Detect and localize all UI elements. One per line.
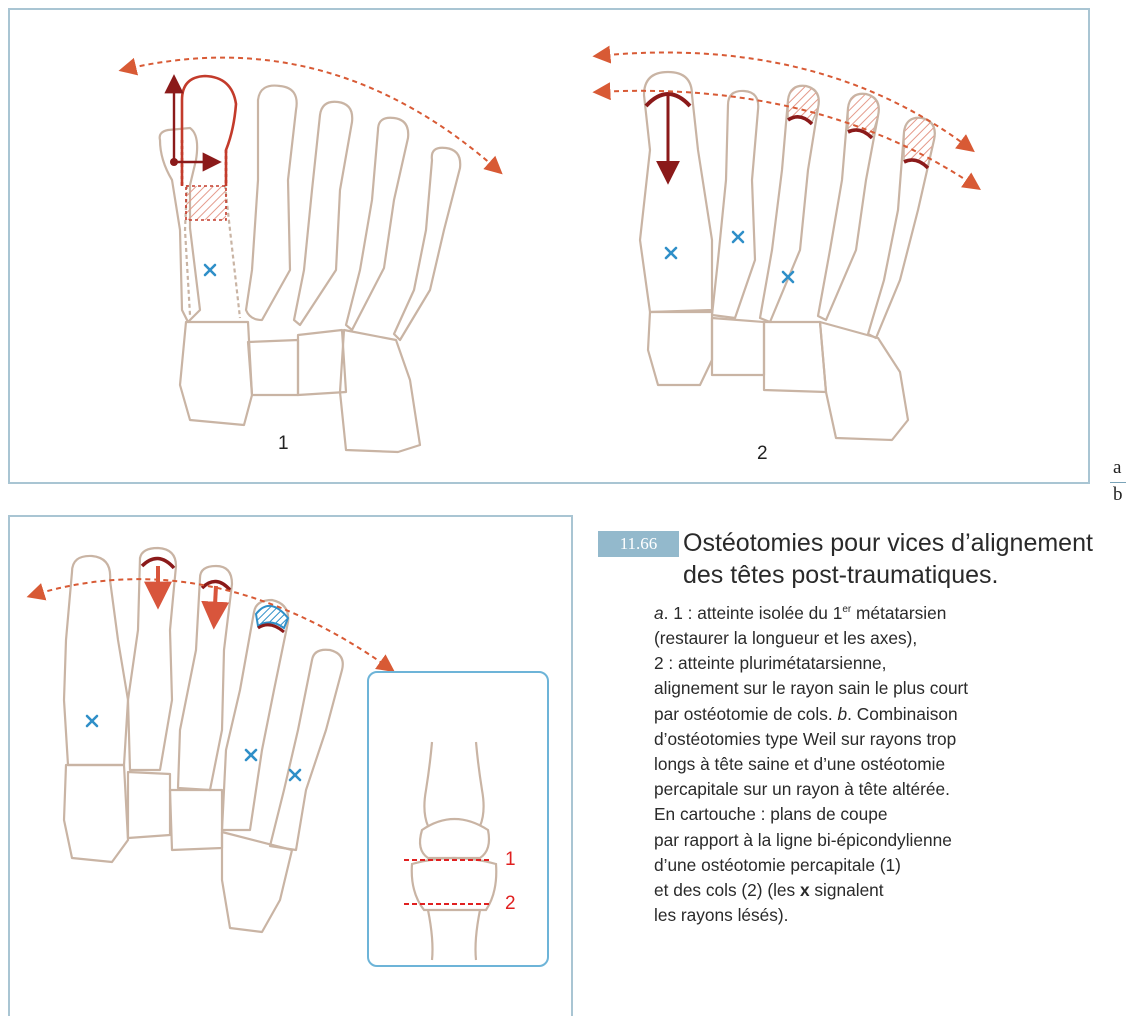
caption-line-5-start: par ostéotomie de cols. <box>654 704 837 724</box>
metatarsal-1-bone-b <box>64 556 128 765</box>
tarsal-cuneiform-3 <box>298 330 346 395</box>
inset-frame <box>367 671 549 967</box>
metatarsal-3-bone <box>294 102 352 325</box>
tarsal-cuneiform-2 <box>248 340 298 395</box>
caption-b-letter: b <box>837 704 847 724</box>
caption-line-1-end: métatarsien <box>851 603 946 623</box>
caption-line-7: longs à tête saine et d’une ostéotomie <box>654 752 1114 777</box>
caption-x-mark: x <box>800 880 810 900</box>
caption-line-4: alignement sur le rayon sain le plus cou… <box>654 676 1114 701</box>
caption-line-2: (restaurer la longueur et les axes), <box>654 626 1114 651</box>
caption-line-12-start: et des cols (2) (les <box>654 880 800 900</box>
figure-b <box>64 548 343 932</box>
tarsal-cuboid-a2 <box>820 322 908 440</box>
tarsal-cuneiform-1 <box>180 322 252 425</box>
metatarsal-2-bone <box>246 86 297 320</box>
lesion-x-a1 <box>205 265 215 275</box>
panel-marker-a: a <box>1113 457 1121 479</box>
metatarsal-1-bone-a2 <box>640 72 712 312</box>
metatarsal-2-bone-b <box>128 548 176 770</box>
shortening-arrow-b-3 <box>214 586 216 624</box>
lesion-x-b-4 <box>246 750 256 760</box>
figure-number-badge: 11.66 <box>598 531 679 557</box>
tarsal-cuboid-b <box>222 832 292 932</box>
metatarsal-4-bone-b <box>222 600 288 830</box>
metatarsal-4-bone <box>346 118 408 330</box>
caption-line-13: les rayons lésés). <box>654 903 1114 928</box>
tarsal-cuneiform-2-b <box>128 772 170 838</box>
tarsal-cuneiform-2-a2 <box>712 318 764 375</box>
caption-line-10: par rapport à la ligne bi-épicondylienne <box>654 828 1114 853</box>
alignment-arc-b <box>30 579 392 670</box>
lesion-x-b-5 <box>290 770 300 780</box>
figure-title-line-1: Ostéotomies pour vices d’alignement <box>683 527 1123 559</box>
caption-line-3: 2 : atteinte plurimétatarsienne, <box>654 651 1114 676</box>
subfigure-label-2: 2 <box>757 443 768 465</box>
caption-line-5: par ostéotomie de cols. b. Combinaison <box>654 702 1114 727</box>
panel-marker-divider <box>1110 482 1126 483</box>
metatarsal-5-bone <box>394 148 460 340</box>
caption-line-9: En cartouche : plans de coupe <box>654 802 1114 827</box>
tarsal-cuneiform-1-a2 <box>648 312 712 385</box>
metatarsal-2-bone-a2 <box>712 91 758 318</box>
caption-line-5-end: . Combinaison <box>847 704 957 724</box>
lesion-x-a2-2 <box>733 232 743 242</box>
caption-line-11: d’une ostéotomie percapitale (1) <box>654 853 1114 878</box>
caption-a-letter: a <box>654 603 664 623</box>
metatarsal-3-bone-b <box>178 566 232 790</box>
subfigure-label-1: 1 <box>278 433 289 455</box>
inset-cut-label-2: 2 <box>505 893 516 915</box>
inset-cut-label-1: 1 <box>505 849 516 871</box>
caption-superscript: er <box>842 604 851 615</box>
caption-line-6: d’ostéotomies type Weil sur rayons trop <box>654 727 1114 752</box>
caption-line-8: percapitale sur un rayon à tête altérée. <box>654 777 1114 802</box>
caption-line-1: a. 1 : atteinte isolée du 1er métatarsie… <box>654 597 1114 626</box>
tarsal-cuneiform-1-b <box>64 765 128 862</box>
figure-a1 <box>160 86 461 452</box>
alignment-arc-a1 <box>122 58 500 172</box>
lesion-x-b-1 <box>87 716 97 726</box>
graft-hatch <box>186 186 226 220</box>
caption-line-12-end: signalent <box>810 880 884 900</box>
figure-a2 <box>640 72 935 440</box>
pivot-dot <box>170 158 178 166</box>
tarsal-cuboid <box>340 330 420 452</box>
figure-title: Ostéotomies pour vices d’alignement des … <box>683 527 1123 591</box>
tarsal-cuneiform-3-a2 <box>764 322 826 392</box>
tarsal-cuneiform-3-b <box>170 790 222 850</box>
panel-marker-b: b <box>1113 484 1123 506</box>
restored-head-outline <box>182 76 236 186</box>
caption-line-1-text: . 1 : atteinte isolée du 1 <box>664 603 843 623</box>
metatarsal-1-bone <box>160 128 200 322</box>
figure-caption: a. 1 : atteinte isolée du 1er métatarsie… <box>654 597 1114 928</box>
caption-line-12: et des cols (2) (les x signalent <box>654 878 1114 903</box>
lesion-x-a2-1 <box>666 248 676 258</box>
metatarsal-5-bone-b <box>270 650 343 850</box>
figure-title-line-2: des têtes post-traumatiques. <box>683 559 1123 591</box>
